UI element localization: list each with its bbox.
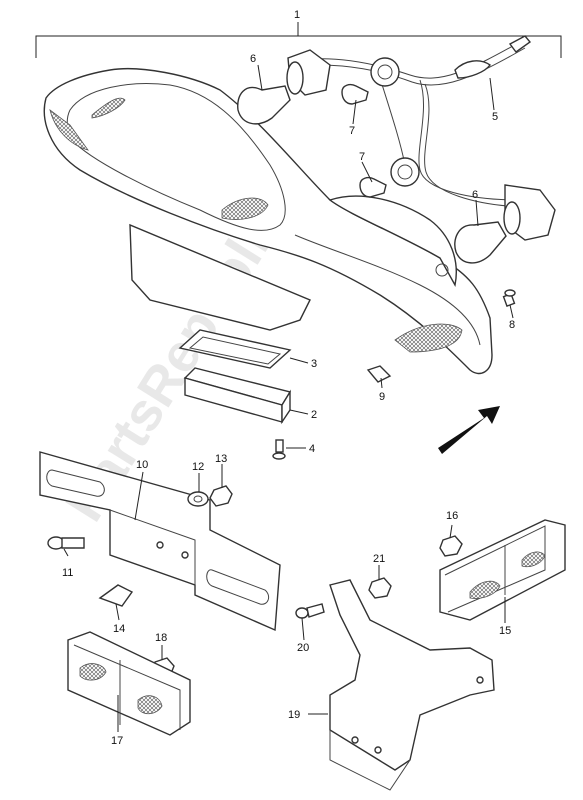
license-plate-bracket xyxy=(39,451,281,632)
callout-1: 1 xyxy=(294,9,300,21)
bulb-socket-upper-mid xyxy=(370,57,400,87)
reflector-bracket xyxy=(329,579,495,791)
bulb-large-upper xyxy=(237,85,291,125)
callout-19: 19 xyxy=(288,709,300,721)
callout-9: 9 xyxy=(379,391,385,403)
assembly-bracket xyxy=(35,22,562,58)
bolt-bracket xyxy=(47,536,85,550)
callout-10: 10 xyxy=(136,459,148,471)
bolt-reflector-bracket xyxy=(295,603,325,619)
license-lamp-gasket xyxy=(178,329,292,369)
callout-13: 13 xyxy=(215,453,227,465)
reflector-left xyxy=(67,631,191,736)
leader-lines xyxy=(63,64,514,732)
callout-3: 3 xyxy=(311,358,317,370)
bulb-socket-lower-right xyxy=(503,184,556,241)
bulb-small-upper xyxy=(341,83,369,105)
clip-nut xyxy=(366,365,392,383)
callout-4: 4 xyxy=(309,443,315,455)
callout-18: 18 xyxy=(155,632,167,644)
nut-bracket xyxy=(209,485,233,507)
callout-8: 8 xyxy=(509,319,515,331)
callout-6-upper: 6 xyxy=(250,53,256,65)
bulb-large-lower xyxy=(454,221,507,264)
callout-11: 11 xyxy=(62,567,73,579)
callout-20: 20 xyxy=(297,642,309,654)
callout-17: 17 xyxy=(111,735,123,747)
bulb-socket-upper-left xyxy=(286,49,331,96)
nut-reflector-right xyxy=(439,535,463,557)
callout-7-upper: 7 xyxy=(349,125,355,137)
callout-21: 21 xyxy=(373,553,385,565)
washer xyxy=(187,491,209,507)
screw-housing xyxy=(502,289,516,307)
bulb-socket-mid xyxy=(390,157,420,187)
callout-14: 14 xyxy=(113,623,125,635)
callout-5: 5 xyxy=(492,111,498,123)
callout-2: 2 xyxy=(311,409,317,421)
callout-16: 16 xyxy=(446,510,458,522)
grommet xyxy=(98,584,134,607)
callout-6-lower: 6 xyxy=(472,189,478,201)
license-lamp-lens xyxy=(183,367,292,425)
screw-license-lamp xyxy=(272,439,286,460)
wire-harness xyxy=(299,35,532,208)
tail-lamp-housing xyxy=(43,68,493,375)
bulb-small-mid xyxy=(359,176,387,198)
callout-7-lower: 7 xyxy=(359,151,365,163)
direction-arrow xyxy=(438,406,500,454)
callout-15: 15 xyxy=(499,625,511,637)
callout-labels: 1 2 3 4 5 6 6 7 7 8 9 10 11 12 13 14 15 … xyxy=(62,9,515,747)
callout-12: 12 xyxy=(192,461,204,473)
reflector-right xyxy=(439,519,566,621)
nut-bracket-lower xyxy=(368,577,392,599)
